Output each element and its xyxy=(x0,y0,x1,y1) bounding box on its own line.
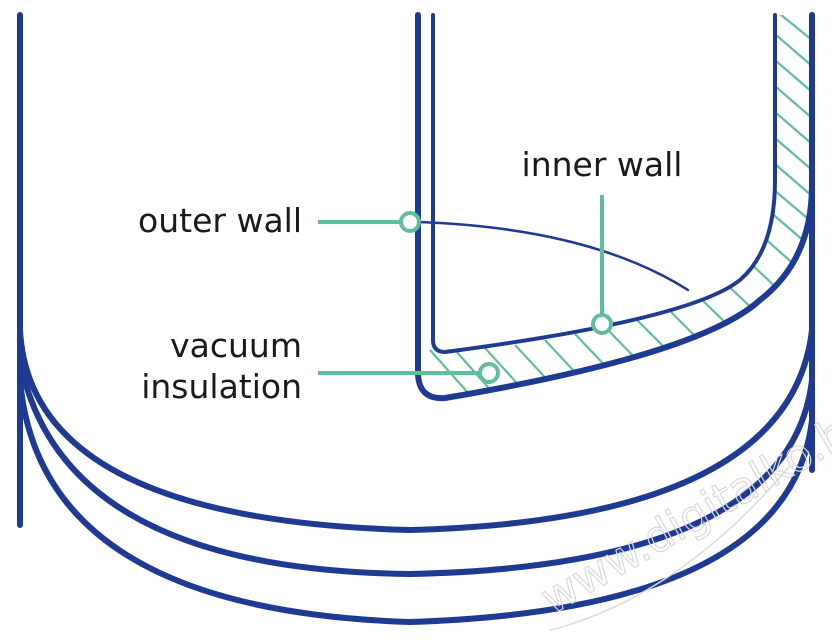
flask-walls xyxy=(415,12,815,402)
outer-wall-shape xyxy=(415,12,815,402)
leader-markers xyxy=(399,211,613,384)
inner-wall-shape xyxy=(431,13,777,355)
outer-wall-marker xyxy=(399,211,421,233)
cylinder-rim-upper-curve xyxy=(17,327,815,534)
inner-wall-label: inner wall xyxy=(522,145,683,184)
insulation-label: insulation xyxy=(141,367,302,406)
inner-bottom-curve xyxy=(416,220,690,292)
leader-lines xyxy=(318,195,604,375)
vacuum-insulation-marker xyxy=(478,362,500,384)
cylinder-rim-lower-curve xyxy=(17,357,815,578)
watermark-text: www.digitalko.hu xyxy=(532,393,832,624)
cylinder-base-curve xyxy=(17,377,815,626)
outer-wall-label: outer wall xyxy=(138,201,302,240)
vacuum-gap-hatching xyxy=(429,15,812,396)
watermark-swoosh xyxy=(549,465,791,632)
vacuum-label: vacuum xyxy=(170,326,302,365)
inner-wall-marker xyxy=(591,313,613,335)
